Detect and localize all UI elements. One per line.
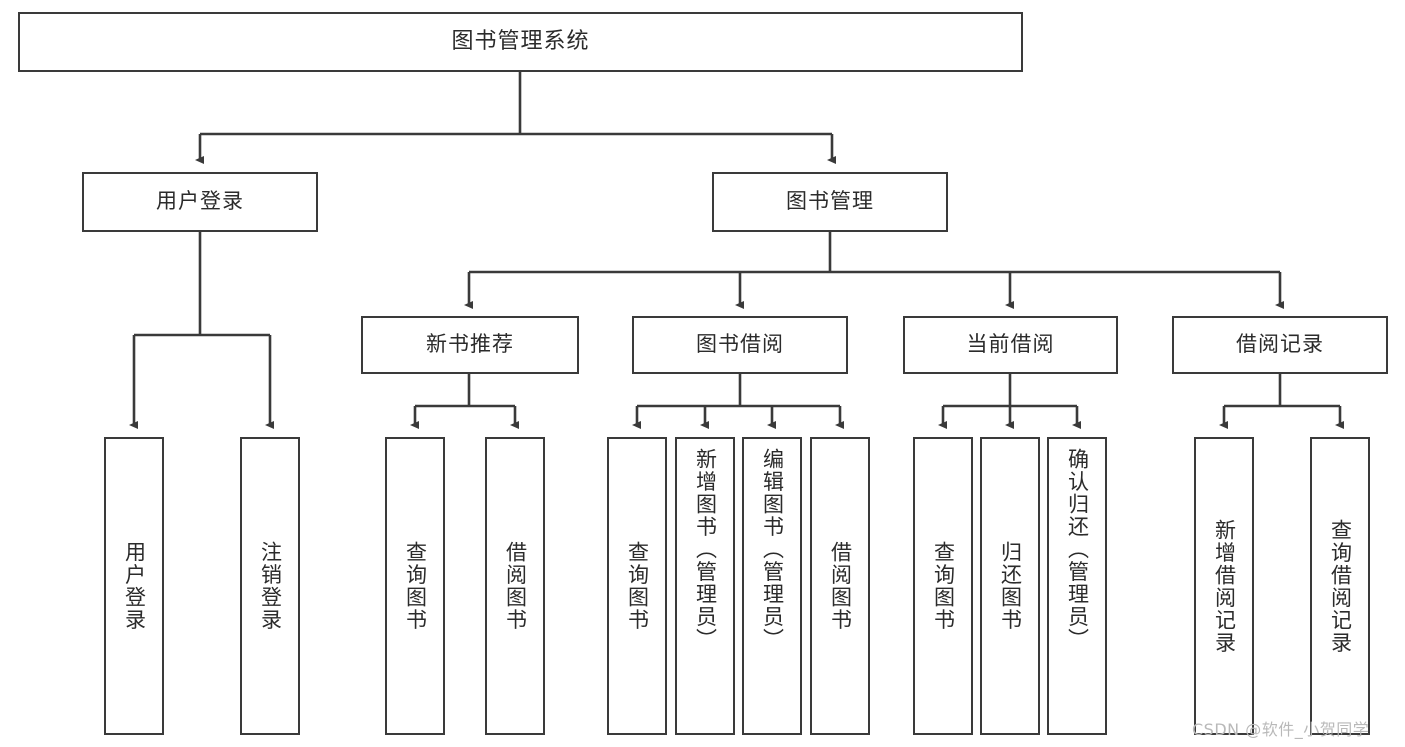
node-label: 新书推荐 [426, 332, 514, 357]
node-label: 当前借阅 [966, 332, 1055, 357]
node-book-borrow[interactable]: 图书借阅 [632, 316, 848, 374]
node-label: 用户登录 [122, 541, 147, 631]
node-label: 借阅图书 [828, 541, 853, 631]
node-label: 归还图书 [998, 541, 1023, 631]
leaf-user-login-login[interactable]: 用户登录 [104, 437, 164, 735]
leaf-current-borrow-query-book[interactable]: 查询图书 [913, 437, 973, 735]
node-label: 注销登录 [258, 541, 283, 631]
node-label: 新增借阅记录 [1212, 518, 1237, 654]
node-label: 查询图书 [931, 541, 956, 631]
leaf-book-borrow-add-book-admin[interactable]: 新增图书（管理员） [675, 437, 735, 735]
node-book-management[interactable]: 图书管理 [712, 172, 948, 232]
node-label: 借阅图书 [503, 541, 528, 631]
leaf-current-borrow-return-book[interactable]: 归还图书 [980, 437, 1040, 735]
node-label: 确认归还（管理员） [1065, 448, 1090, 651]
leaf-borrow-record-add-record[interactable]: 新增借阅记录 [1194, 437, 1254, 735]
node-label: 图书管理 [786, 189, 874, 214]
node-user-login[interactable]: 用户登录 [82, 172, 318, 232]
node-borrow-record[interactable]: 借阅记录 [1172, 316, 1388, 374]
leaf-new-book-query-book[interactable]: 查询图书 [385, 437, 445, 735]
leaf-book-borrow-borrow-book[interactable]: 借阅图书 [810, 437, 870, 735]
node-label: 用户登录 [156, 189, 244, 214]
node-label: 借阅记录 [1236, 332, 1324, 357]
leaf-current-borrow-confirm-return-admin[interactable]: 确认归还（管理员） [1047, 437, 1107, 735]
node-root-book-management-system[interactable]: 图书管理系统 [18, 12, 1023, 72]
node-label: 图书管理系统 [451, 28, 590, 54]
node-current-borrow[interactable]: 当前借阅 [903, 316, 1118, 374]
node-label: 新增图书（管理员） [693, 448, 718, 651]
node-label: 查询借阅记录 [1328, 518, 1353, 654]
leaf-new-book-borrow-book[interactable]: 借阅图书 [485, 437, 545, 735]
leaf-user-login-logout[interactable]: 注销登录 [240, 437, 300, 735]
csdn-watermark: CSDN @软件_小贺同学 [1192, 720, 1370, 739]
leaf-book-borrow-query-book[interactable]: 查询图书 [607, 437, 667, 735]
leaf-book-borrow-edit-book-admin[interactable]: 编辑图书（管理员） [742, 437, 802, 735]
node-new-book-recommend[interactable]: 新书推荐 [361, 316, 579, 374]
node-label: 编辑图书（管理员） [760, 448, 785, 651]
leaf-borrow-record-query-record[interactable]: 查询借阅记录 [1310, 437, 1370, 735]
node-label: 查询图书 [403, 541, 428, 631]
node-label: 查询图书 [625, 541, 650, 631]
node-label: 图书借阅 [696, 332, 784, 357]
